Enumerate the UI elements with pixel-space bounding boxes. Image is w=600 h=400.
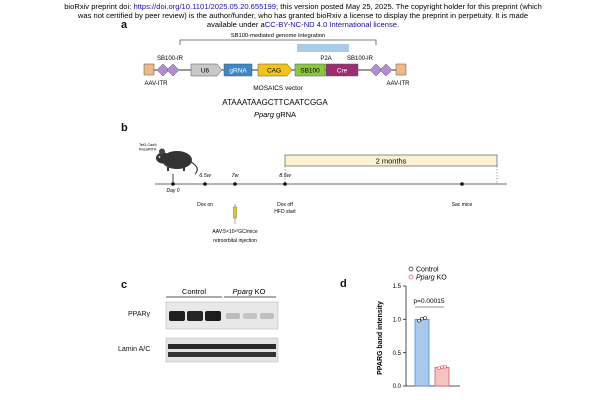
control-label: Control	[182, 287, 207, 296]
y-tick-label: 1.5	[393, 284, 402, 290]
left-ir-diamond	[156, 63, 170, 77]
data-point	[440, 365, 444, 370]
cag-element	[257, 63, 293, 77]
grna-label: gRNA	[229, 68, 247, 75]
data-point	[420, 316, 424, 321]
panel-d-letter: d	[340, 278, 347, 290]
left-ir-diamond	[166, 63, 180, 77]
y-tick-label: 1.0	[393, 318, 402, 324]
day0-label: Day 0	[166, 188, 179, 194]
integration-label: SB100-mediated genome integration	[231, 33, 325, 39]
u6-label: U6	[201, 68, 210, 75]
header-text: was not certified by peer review) is the…	[77, 11, 529, 20]
sb100-element	[294, 63, 326, 77]
right-ir-diamond	[379, 63, 393, 77]
duration-label: 2 months	[376, 157, 407, 166]
western-blot: Control Pparg KO	[165, 287, 279, 363]
legend-control-label: Control	[416, 267, 439, 274]
aav-dose-label: AAV:5×10¹⁰GC/mice	[212, 229, 257, 235]
cag-label: CAG	[267, 68, 281, 75]
blot-band	[168, 344, 276, 349]
y-tick-label: 0.0	[393, 384, 402, 390]
p2a-label: P2A	[320, 56, 331, 62]
left-itr-label: AAV-ITR	[145, 81, 169, 87]
mouse-line1: Tet3-Cas9;	[139, 143, 157, 147]
left-ir-label: SB100-IR	[157, 56, 184, 62]
mouse-icon	[156, 148, 198, 175]
bar-control	[414, 318, 430, 387]
right-ir-label: SB100-IR	[347, 56, 374, 62]
ko-label: Pparg KO	[233, 287, 266, 296]
blot-band	[226, 313, 240, 319]
doi-link[interactable]: https://doi.org/10.1101/2025.05.20.65519…	[133, 2, 277, 11]
bar-ko	[434, 366, 450, 387]
integration-bracket	[179, 39, 377, 45]
y-axis-label: PPARG band intensity	[377, 301, 384, 375]
syringe-icon	[233, 204, 237, 224]
header-text: bioRxiv preprint doi:	[64, 2, 134, 11]
timeline-point	[233, 182, 237, 186]
blot-band	[243, 313, 257, 319]
grna-gene-label: Pparg gRNA	[254, 110, 296, 119]
data-point	[417, 318, 421, 323]
legend-control-marker	[408, 266, 414, 272]
t2-label: 7w	[231, 173, 239, 179]
blot-band	[168, 352, 276, 357]
t3-label: 8.5w	[279, 173, 292, 179]
legend-ko-label: Pparg KO	[416, 275, 447, 282]
blot-band	[169, 311, 185, 321]
license-link[interactable]: CC-BY-NC-ND 4.0 International license	[264, 20, 397, 29]
integration-bar	[297, 44, 349, 52]
lamin-blot	[165, 337, 279, 363]
panel-b-letter: b	[121, 122, 128, 134]
grna-sequence: ATAAATAAGCTTCAATCGGA	[222, 98, 328, 107]
vector-name: MOSAICS vector	[253, 85, 303, 92]
timeline-point	[203, 182, 207, 186]
pparg-band-label: PPARγ	[128, 311, 151, 318]
right-itr-block	[395, 63, 407, 76]
blot-band	[187, 311, 203, 321]
right-itr-label: AAV-ITR	[387, 81, 411, 87]
header-text: .	[396, 20, 400, 29]
preprint-header: bioRxiv preprint doi: https://doi.org/10…	[58, 2, 548, 29]
y-tick-label: 0.5	[393, 351, 402, 357]
data-point	[437, 366, 441, 370]
lamin-band-label: Lamin A/C	[118, 346, 151, 353]
bar-chart: Control Pparg KO 0.00.51.01.5 p=0.00015 …	[377, 266, 460, 390]
left-itr-block	[143, 63, 155, 76]
header-text: ; this version posted May 25, 2025. The …	[276, 2, 542, 11]
t1-label: 6.5w	[199, 173, 212, 179]
panel-c-letter: c	[121, 279, 128, 291]
vector-diagram: SB100-mediated genome integration P2A SB…	[143, 33, 411, 119]
legend-ko-marker	[408, 274, 414, 280]
dox-on-label: Dox on	[197, 202, 213, 208]
timeline-diagram: Tet3-Cas9; RosaRtTA 2 months 6.5w 7w 8.5…	[139, 143, 507, 244]
timeline-point	[283, 182, 287, 186]
aav-route-label: retroorbital injection	[213, 238, 257, 244]
header-text: available under a	[206, 20, 265, 29]
pvalue-label: p=0.00015	[414, 298, 445, 305]
sac-label: Sac mice	[452, 202, 473, 208]
dox-off-label: Dox off	[277, 202, 293, 208]
duration-box	[284, 154, 498, 167]
data-point	[423, 316, 427, 320]
data-point	[443, 364, 447, 369]
grna-element	[223, 63, 253, 77]
panel-a-letter: a	[121, 19, 128, 31]
right-ir-diamond	[369, 63, 383, 77]
mouse-line2: RosaRtTA	[139, 148, 157, 152]
u6-element	[190, 63, 223, 77]
blot-band	[260, 313, 274, 319]
sb100-label: SB100	[300, 68, 320, 75]
cre-element	[325, 63, 359, 77]
timeline-point	[460, 182, 464, 186]
hfd-start-label: HFD start	[274, 209, 296, 215]
blot-band	[205, 311, 221, 321]
cre-label: Cre	[337, 68, 348, 75]
